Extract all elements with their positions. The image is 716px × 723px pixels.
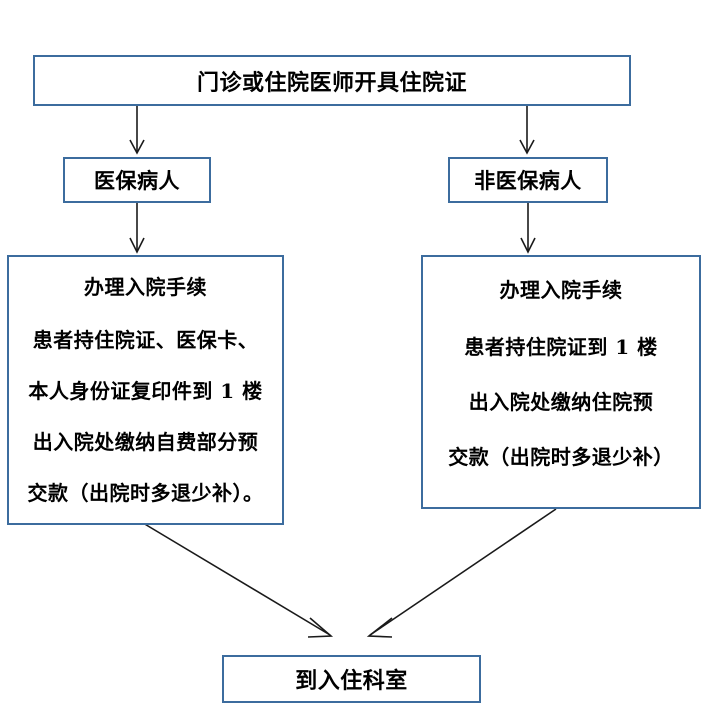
insured-procedure-line-1: 办理入院手续 (84, 275, 207, 299)
node-uninsured-admission-procedure: 办理入院手续 患者持住院证到 1 楼 出入院处缴纳住院预 交款（出院时多退少补） (421, 255, 701, 509)
uninsured-procedure-line-2: 患者持住院证到 1 楼 (464, 335, 658, 359)
node-uninsured-patient: 非医保病人 (448, 157, 608, 203)
uninsured-procedure-line-1: 办理入院手续 (499, 278, 623, 302)
node-start-issue-admission-certificate: 门诊或住院医师开具住院证 (33, 55, 631, 106)
arrow-uninsured-procedure-to-end (366, 508, 557, 638)
uninsured-procedure-line-4: 交款（出院时多退少补） (448, 445, 674, 469)
insured-procedure-line-4: 出入院处缴纳自费部分预 (32, 430, 259, 454)
arrow-start-to-insured (129, 106, 145, 155)
node-uninsured-label: 非医保病人 (474, 168, 582, 193)
node-insured-label: 医保病人 (94, 168, 180, 193)
insured-procedure-line-5: 交款（出院时多退少补）。 (27, 481, 264, 505)
insured-procedure-line-2: 患者持住院证、医保卡、 (32, 328, 259, 352)
node-go-to-ward: 到入住科室 (222, 655, 481, 703)
node-start-label: 门诊或住院医师开具住院证 (196, 69, 467, 96)
arrow-insured-to-procedure (129, 203, 145, 254)
node-insured-admission-procedure: 办理入院手续 患者持住院证、医保卡、 本人身份证复印件到 1 楼 出入院处缴纳自… (7, 255, 284, 525)
arrow-uninsured-to-procedure (520, 203, 536, 254)
uninsured-procedure-line-3: 出入院处缴纳住院预 (468, 390, 654, 414)
node-end-label: 到入住科室 (295, 668, 408, 694)
arrow-start-to-uninsured (519, 106, 535, 155)
node-insured-patient: 医保病人 (63, 157, 211, 203)
insured-procedure-line-3: 本人身份证复印件到 1 楼 (28, 379, 263, 403)
arrow-insured-procedure-to-end (142, 522, 334, 638)
